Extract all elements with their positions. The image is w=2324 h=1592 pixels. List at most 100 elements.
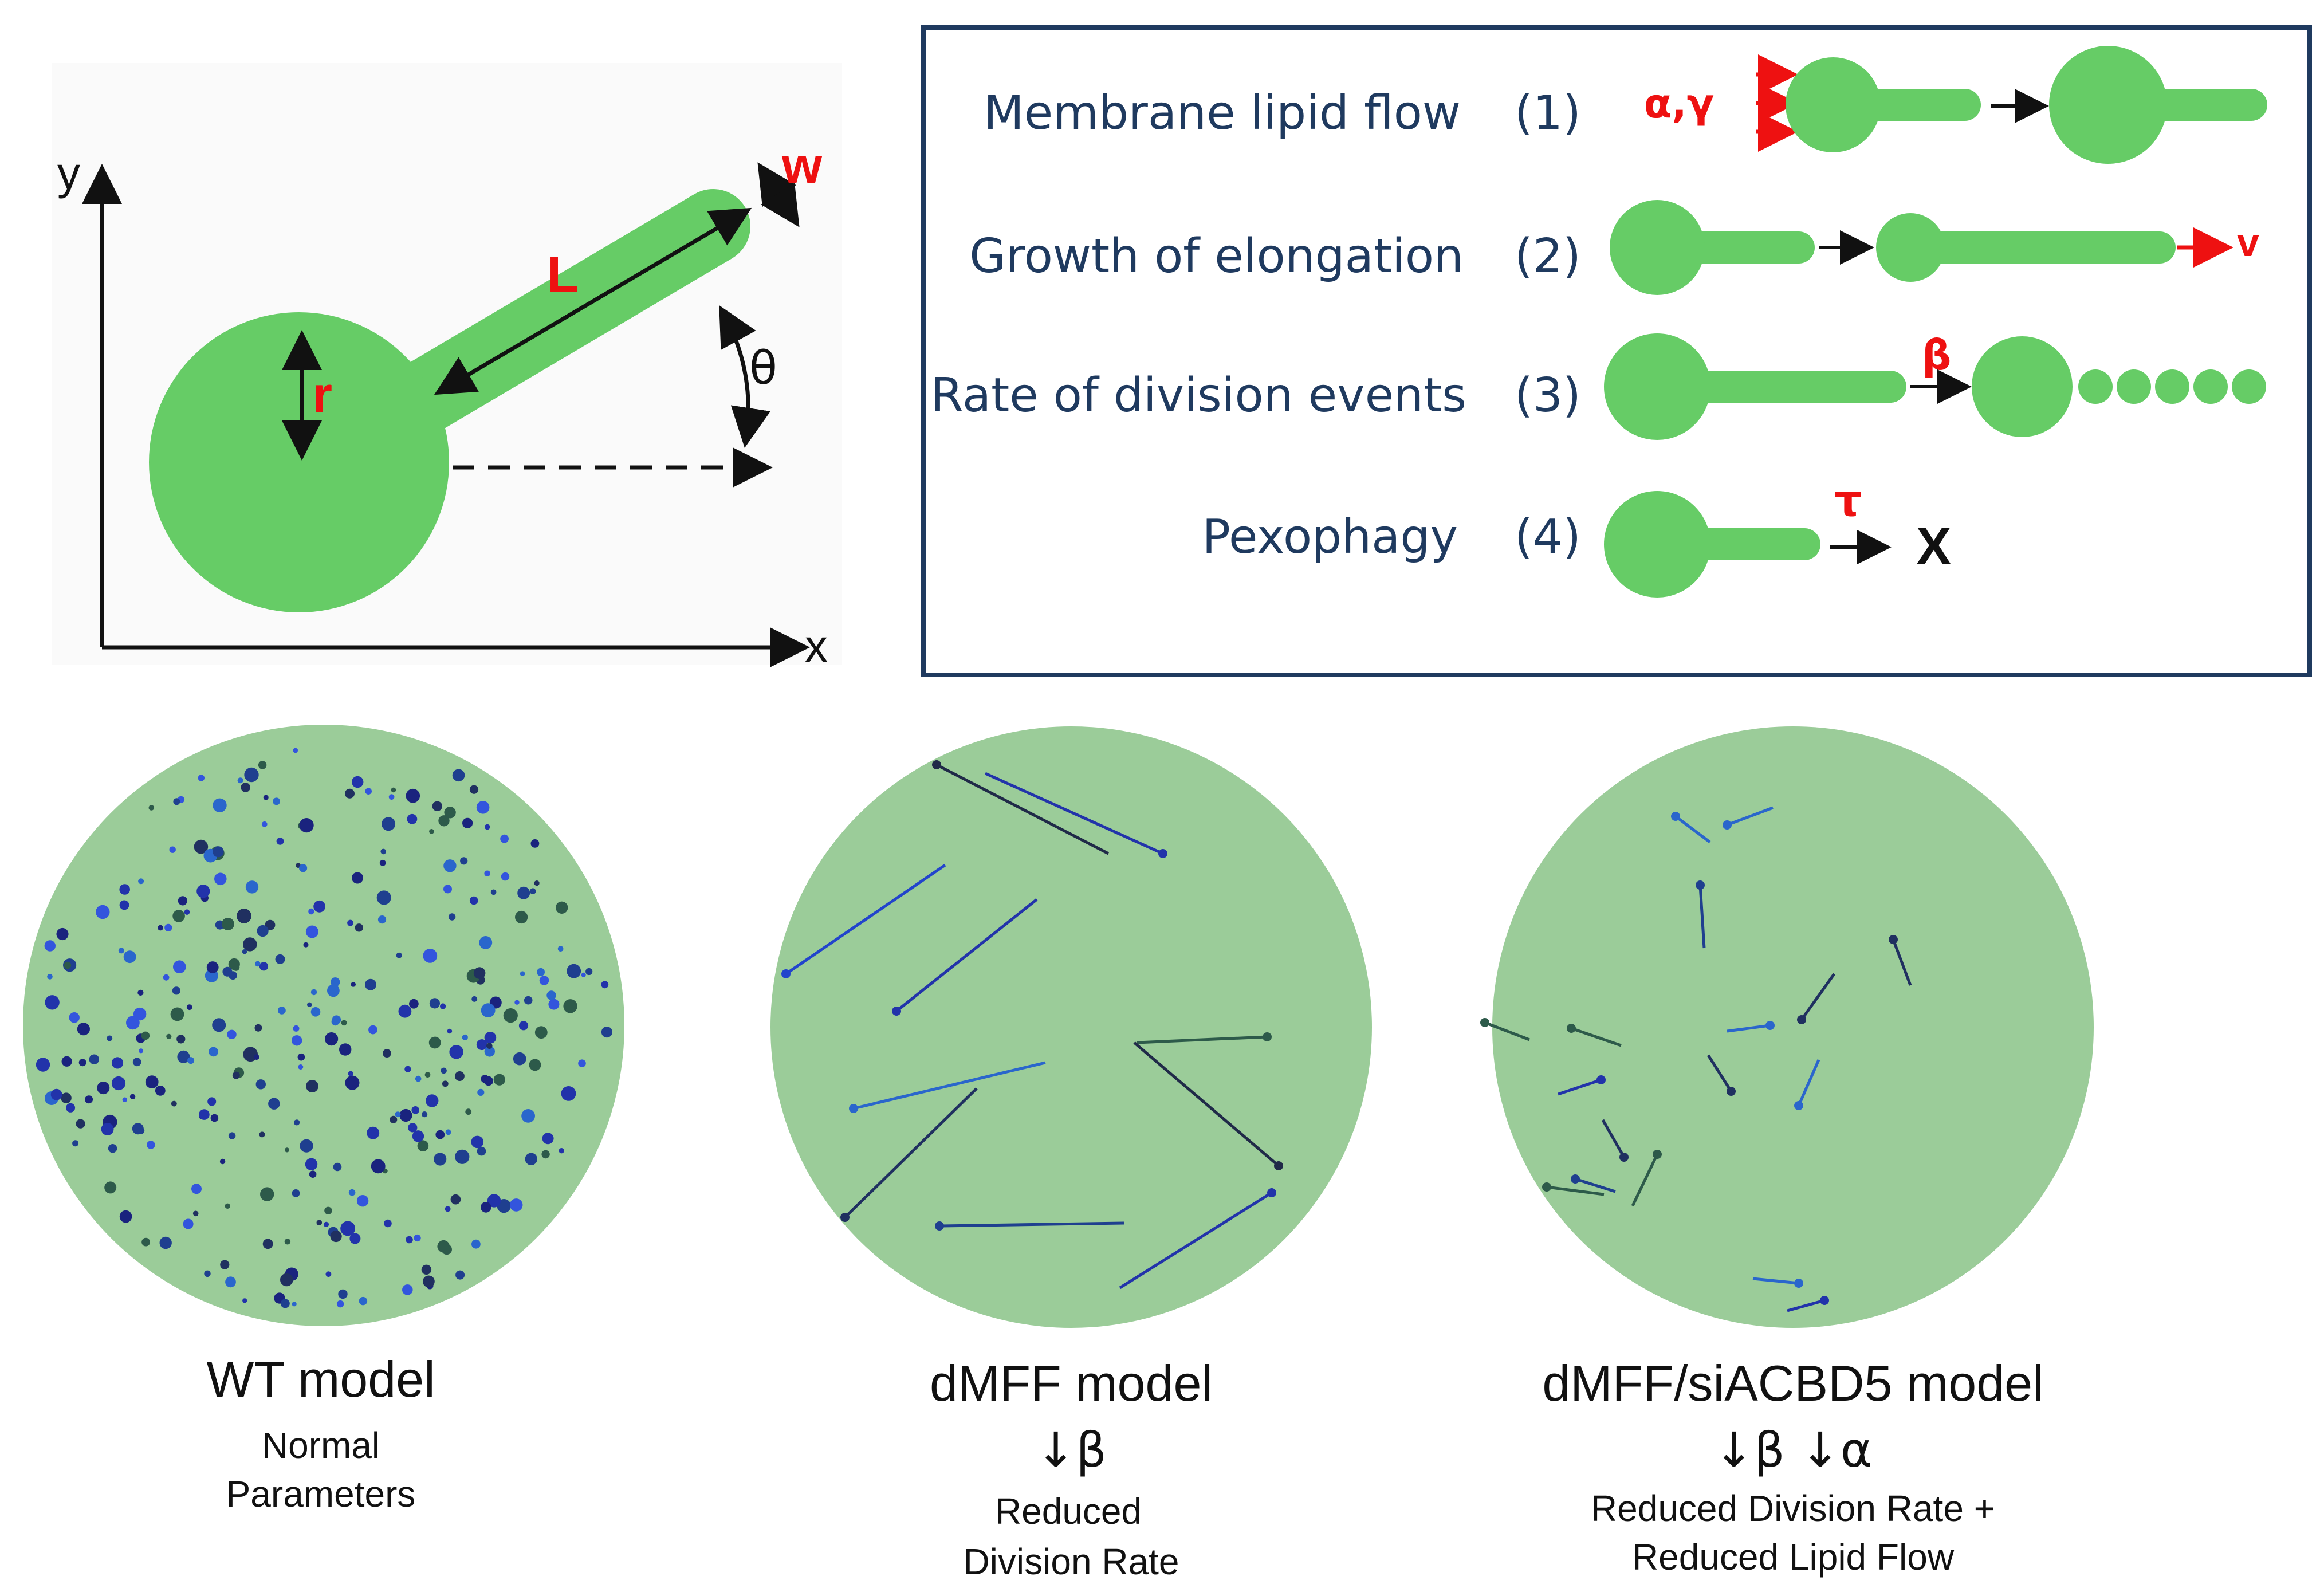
row3-fragment-4 [2193, 369, 2228, 404]
wt-peroxisome-dot [169, 846, 176, 853]
wt-model-line2: Parameters [226, 1473, 416, 1515]
row3-daughter-body [1972, 336, 2073, 437]
process-box: Membrane lipid flow (1) α,γ Growth of el… [921, 25, 2312, 677]
wt-peroxisome-dot [537, 968, 545, 976]
peroxisome-schematic: y x r L w θ [52, 63, 842, 671]
process-number-2: (2) [1515, 229, 1581, 284]
wt-peroxisome-dot [539, 976, 549, 985]
wt-peroxisome-dot [186, 1004, 192, 1011]
wt-peroxisome-dot [578, 1059, 586, 1067]
process-label-4: Pexophagy [1202, 510, 1458, 564]
wt-peroxisome-dot [415, 1075, 422, 1082]
wt-peroxisome-dot [306, 1080, 318, 1092]
wt-peroxisome-dot [133, 1007, 147, 1021]
wt-peroxisome-dot [365, 788, 372, 795]
wt-peroxisome-dot [293, 748, 298, 753]
wt-peroxisome-dot [36, 1058, 50, 1072]
wt-peroxisome-dot [404, 1066, 411, 1072]
wt-peroxisome-dot [471, 996, 478, 1002]
model-wt-panel: WT model Normal Parameters [23, 725, 624, 1515]
wt-peroxisome-dot [520, 971, 525, 976]
wt-peroxisome-dot [402, 1284, 413, 1295]
dmff-simulated-peroxisomes [781, 760, 1283, 1290]
dbl-peroxisome-body [1727, 1087, 1736, 1096]
process-row-3: Rate of division events (3) β [931, 331, 2266, 440]
dmff-siacbd5-simulation-field [1492, 726, 2094, 1328]
wt-peroxisome-dot [406, 788, 420, 803]
wt-peroxisome-dot [145, 1075, 159, 1088]
row3-fragment-5 [2232, 369, 2266, 404]
wt-peroxisome-dot [298, 1064, 304, 1070]
radius-label: r [312, 367, 332, 424]
wt-peroxisome-dot [227, 1029, 237, 1040]
dmff-elongated-peroxisome [895, 898, 1038, 1012]
wt-peroxisome-dot [469, 785, 479, 794]
wt-peroxisome-dot [300, 1139, 313, 1153]
wt-peroxisome-dot [284, 1239, 291, 1245]
wt-peroxisome-dot [556, 901, 568, 914]
wt-peroxisome-dot [471, 1135, 484, 1149]
wt-peroxisome-dot [316, 1220, 323, 1225]
wt-peroxisome-dot [123, 950, 136, 964]
row4-cell-body [1604, 491, 1710, 598]
wt-peroxisome-dot [177, 1050, 190, 1063]
wt-peroxisome-dot [255, 1079, 266, 1090]
wt-peroxisome-dot [380, 848, 386, 855]
dmff-peroxisome-body [840, 1213, 850, 1222]
dbl-elongated-peroxisome [1558, 1078, 1602, 1096]
wt-peroxisome-dot [47, 974, 53, 980]
wt-peroxisome-dot [409, 999, 419, 1009]
wt-peroxisome-dot [61, 1092, 72, 1103]
wt-peroxisome-dot [61, 1056, 72, 1067]
wt-peroxisome-dot [64, 961, 72, 969]
wt-peroxisome-dot [399, 1108, 412, 1122]
wt-peroxisome-dot [585, 968, 593, 976]
wt-peroxisome-dot [455, 1270, 465, 1280]
wt-peroxisome-dot [118, 948, 124, 954]
wt-peroxisome-dot [340, 1221, 355, 1236]
wt-peroxisome-dot [339, 1043, 352, 1056]
dmff-model-line1: Reduced [995, 1491, 1142, 1532]
dbl-elongated-peroxisome [1571, 1027, 1622, 1047]
dbl-elongated-peroxisome [1752, 1277, 1799, 1285]
wt-peroxisome-dot [359, 1296, 368, 1306]
row3-cell-a-body [1604, 333, 1710, 440]
dbl-peroxisome-body [1696, 880, 1705, 890]
wt-peroxisome-dot [262, 1239, 273, 1249]
wt-peroxisome-dot [72, 1140, 79, 1147]
dmff-elongated-peroxisome [1119, 1191, 1273, 1290]
wt-peroxisome-dot [78, 1059, 86, 1067]
wt-peroxisome-dot [280, 1299, 290, 1308]
wt-peroxisome-dot [258, 761, 267, 769]
wt-peroxisome-dot [89, 1054, 99, 1064]
dbl-elongated-peroxisome [1706, 1054, 1733, 1092]
wt-peroxisome-dot [213, 846, 224, 858]
wt-peroxisome-dot [305, 1158, 318, 1171]
dbl-peroxisome-body [1889, 935, 1898, 944]
wt-peroxisome-dot [371, 1159, 386, 1174]
wt-peroxisome-dot [85, 1095, 93, 1104]
wt-peroxisome-dot [141, 1031, 150, 1040]
wt-peroxisome-dot [104, 1181, 117, 1194]
wt-peroxisome-dot [449, 1045, 463, 1059]
wt-peroxisome-dot [119, 900, 129, 910]
dbl-elongated-peroxisome [1800, 973, 1836, 1021]
wt-peroxisome-dot [525, 1153, 537, 1165]
wt-peroxisome-dot [196, 885, 210, 898]
wt-peroxisome-dot [206, 961, 219, 973]
dbl-elongated-peroxisome [1674, 815, 1711, 843]
wt-peroxisome-dot [517, 886, 530, 899]
row2-cell-b-body [1876, 213, 1945, 282]
wt-peroxisome-dot [581, 972, 586, 977]
dbl-peroxisome-body [1567, 1024, 1576, 1033]
wt-peroxisome-dot [473, 967, 486, 979]
wt-peroxisome-dot [221, 918, 234, 930]
wt-peroxisome-dot [50, 1088, 62, 1100]
wt-peroxisome-dot [207, 1097, 217, 1106]
wt-peroxisome-dot [477, 1146, 486, 1156]
wt-peroxisome-dot [299, 818, 314, 833]
wt-peroxisome-dot [96, 905, 110, 919]
wt-peroxisome-dot [108, 1144, 117, 1153]
wt-peroxisome-dot [173, 798, 180, 805]
dbl-peroxisome-body [1596, 1075, 1606, 1084]
